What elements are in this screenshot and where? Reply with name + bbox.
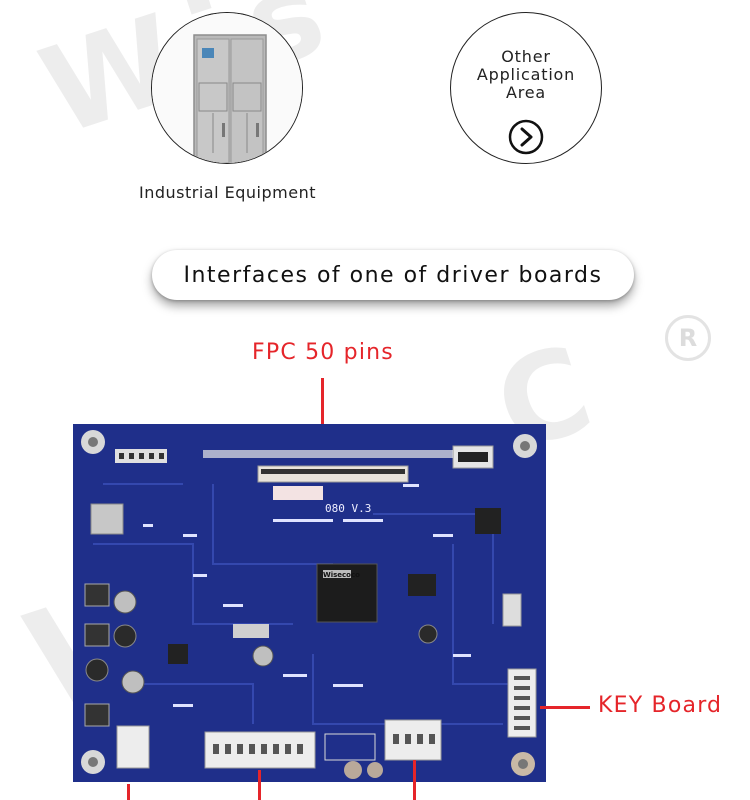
industrial-equipment-image[interactable] — [151, 12, 303, 164]
chevron-right-circle-icon[interactable] — [507, 118, 545, 156]
other-area-line1: Other — [501, 47, 551, 66]
callout-line-bottom-middle — [258, 770, 261, 800]
cabinet-illustration — [152, 13, 302, 163]
other-area-line2: Application — [476, 65, 576, 84]
fpc-50-pins-label: FPC 50 pins — [252, 340, 394, 365]
industrial-equipment-caption: Industrial Equipment — [139, 183, 316, 202]
board-silk-model: 080 V.3 — [325, 502, 372, 515]
driver-board-image: 080 V.3 Wisecoco — [73, 424, 546, 782]
callout-line-bottom-right — [413, 760, 416, 800]
key-board-callout-line — [540, 706, 590, 709]
other-area-line3: Area — [505, 83, 547, 102]
mounting-holes — [81, 430, 537, 776]
other-application-area-button[interactable]: Other Application Area — [450, 12, 602, 164]
callout-line-bottom-left — [127, 784, 130, 800]
board-chip-brand: Wisecoco — [323, 571, 360, 579]
section-title: Interfaces of one of driver boards — [152, 250, 634, 300]
registered-mark: R — [665, 315, 711, 361]
key-board-label: KEY Board — [598, 693, 723, 718]
